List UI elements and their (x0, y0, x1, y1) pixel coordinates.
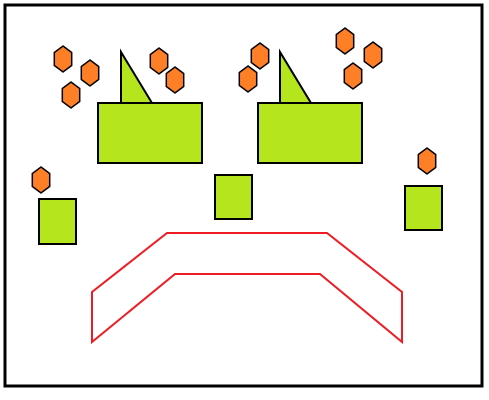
frame-border (3, 3, 484, 388)
orange-hexagon-6 (250, 42, 270, 70)
orange-hexagon-12 (417, 147, 437, 175)
far-right-block (404, 185, 443, 231)
orange-hexagon-3 (61, 81, 81, 109)
right-tower-triangle (279, 48, 313, 104)
left-tower-triangle (120, 48, 154, 104)
orange-hexagon-4 (149, 47, 169, 75)
orange-hexagon-10 (343, 62, 363, 90)
orange-hexagon-5 (165, 66, 185, 94)
orange-hexagon-2 (80, 59, 100, 87)
orange-hexagon-8 (335, 27, 355, 55)
far-left-block (38, 198, 77, 245)
right-base-block (257, 102, 363, 164)
orange-hexagon-7 (238, 65, 258, 93)
left-base-block (97, 102, 203, 164)
hexagon-group (31, 27, 437, 194)
orange-hexagon-11 (31, 166, 51, 194)
orange-hexagon-1 (53, 45, 73, 73)
center-block (214, 174, 253, 220)
orange-hexagon-9 (363, 41, 383, 69)
red-chevron-track (91, 232, 403, 345)
